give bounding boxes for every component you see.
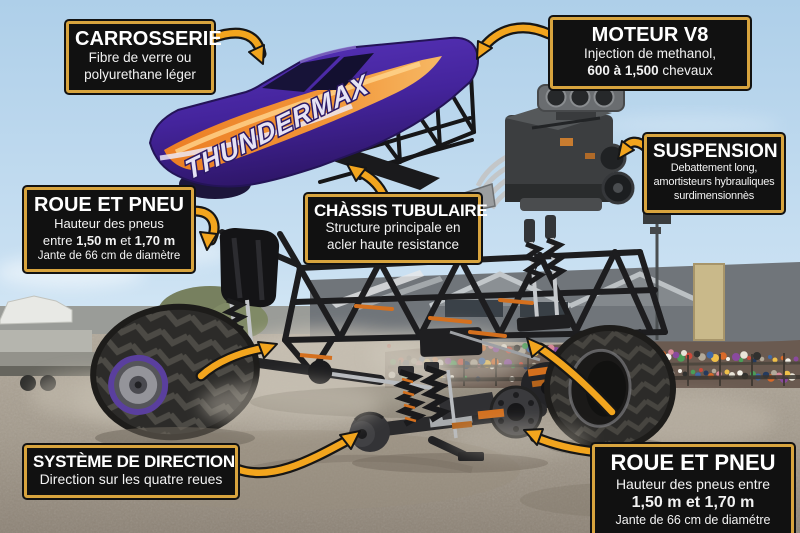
arrow-chassis (346, 163, 389, 200)
callout-roue-arriere: ROUE ET PNEU Hauteur des pneus entre 1,5… (592, 444, 794, 533)
driveshaft (331, 372, 433, 390)
arrow-direction (231, 430, 361, 479)
callout-arrows (188, 22, 653, 479)
arrow-roue-avant (188, 205, 220, 251)
callout-roue-arriere-line: Jante de 66 cm de diamétre (615, 513, 771, 528)
callout-roue-arriere-title: ROUE ET PNEU (610, 450, 776, 475)
callout-chassis-line: acler haute resistance (326, 236, 460, 252)
arrow-moteur (476, 22, 555, 60)
callout-roue-avant-line: entre 1,50 m et 1,70 m (42, 232, 176, 248)
tent-canopy (0, 295, 73, 325)
callout-carrosserie-title: CARROSSERIE (75, 28, 222, 50)
callout-carrosserie-line: Fibre de verre ou (88, 50, 192, 66)
callout-roue-avant-line: Jante de 66 cm de diamètre (37, 249, 181, 262)
arrow-carrosserie (206, 27, 267, 65)
callout-carrosserie-line: polyurethane léger (84, 67, 196, 83)
callout-direction: SYSTÈME DE DIRECTION Direction sur les q… (24, 445, 238, 498)
v8-engine (454, 84, 635, 215)
callout-roue-avant: ROUE ET PNEU Hauteur des pneus entre 1,5… (24, 187, 194, 273)
arrow-roue-arriere (523, 428, 603, 458)
rear-shocks (516, 215, 572, 332)
driver-seat (219, 228, 280, 308)
callout-direction-line: Direction sur les quatre reues (39, 471, 223, 488)
callout-roue-arriere-line: 1,50 m et 1,70 m (631, 494, 755, 512)
arrow-direction-avant (195, 341, 278, 382)
body-roll-cage (308, 54, 476, 190)
rear-right-wheel (544, 324, 676, 452)
callout-moteur-v8-title: MOTEUR V8 (591, 24, 709, 46)
callout-chassis-line: Structure principale en (325, 220, 461, 236)
callout-roue-avant-title: ROUE ET PNEU (33, 194, 185, 216)
callout-carrosserie: CARROSSERIE Fibre de verre ou polyuretha… (66, 21, 222, 94)
callout-suspension-line: Debattement long, (670, 162, 758, 175)
callout-chassis: CHÀSSIS TUBULAIRE Structure principale e… (305, 194, 488, 263)
truck-body: THUNDERMAX (148, 36, 479, 199)
callout-roue-arriere-line: Hauteur des pneus entre (615, 475, 771, 492)
callout-moteur-v8-line: 600 à 1,500 chevaux (587, 63, 713, 79)
callout-suspension: SUSPENSION Debattement long, amortisteur… (644, 134, 784, 213)
axle-coil-springs (393, 362, 458, 439)
arrow-suspension-arriere (526, 337, 618, 418)
light-pole (643, 213, 671, 340)
callout-suspension-title: SUSPENSION (653, 141, 778, 162)
dust-foreground (200, 379, 590, 458)
callout-suspension-line: surdimensionnès (673, 189, 755, 202)
side-window (310, 53, 374, 90)
callout-chassis-title: CHÀSSIS TUBULAIRE (314, 201, 488, 220)
callout-suspension-line: amortisteurs hybrauliques (653, 176, 775, 189)
callout-roue-avant-line: Hauteur des pneus (54, 216, 164, 232)
callout-direction-title: SYSTÈME DE DIRECTION (33, 452, 235, 471)
suspension-links (354, 298, 534, 338)
windshield (262, 56, 340, 92)
front-wheel-shadow (95, 427, 255, 449)
callout-moteur-v8: MOTEUR V8 Injection de methanol, 600 à 1… (550, 17, 750, 90)
callout-moteur-v8-line: Injection de methanol, (583, 46, 717, 62)
